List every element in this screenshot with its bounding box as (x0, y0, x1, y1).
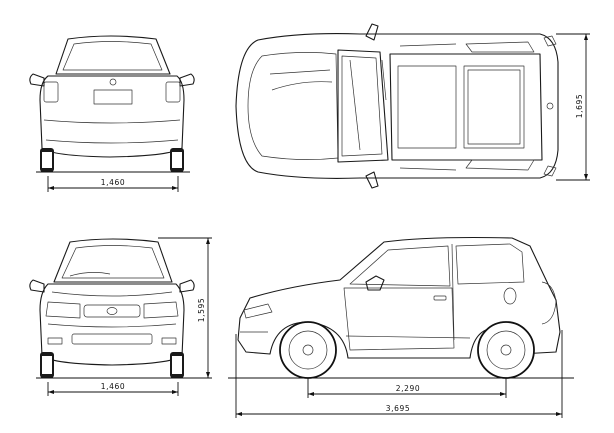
rear-view (29, 35, 195, 192)
side-view (228, 236, 574, 418)
wheelbase-label: 2,290 (396, 384, 420, 393)
front-track-label: 1,460 (101, 382, 125, 391)
top-view (235, 23, 590, 189)
rear-track-label: 1,460 (101, 178, 125, 187)
overall-length-label: 3,695 (386, 404, 410, 413)
front-view (29, 237, 212, 396)
overall-width-label: 1,695 (575, 94, 584, 118)
overall-height-label: 1,595 (197, 298, 206, 322)
